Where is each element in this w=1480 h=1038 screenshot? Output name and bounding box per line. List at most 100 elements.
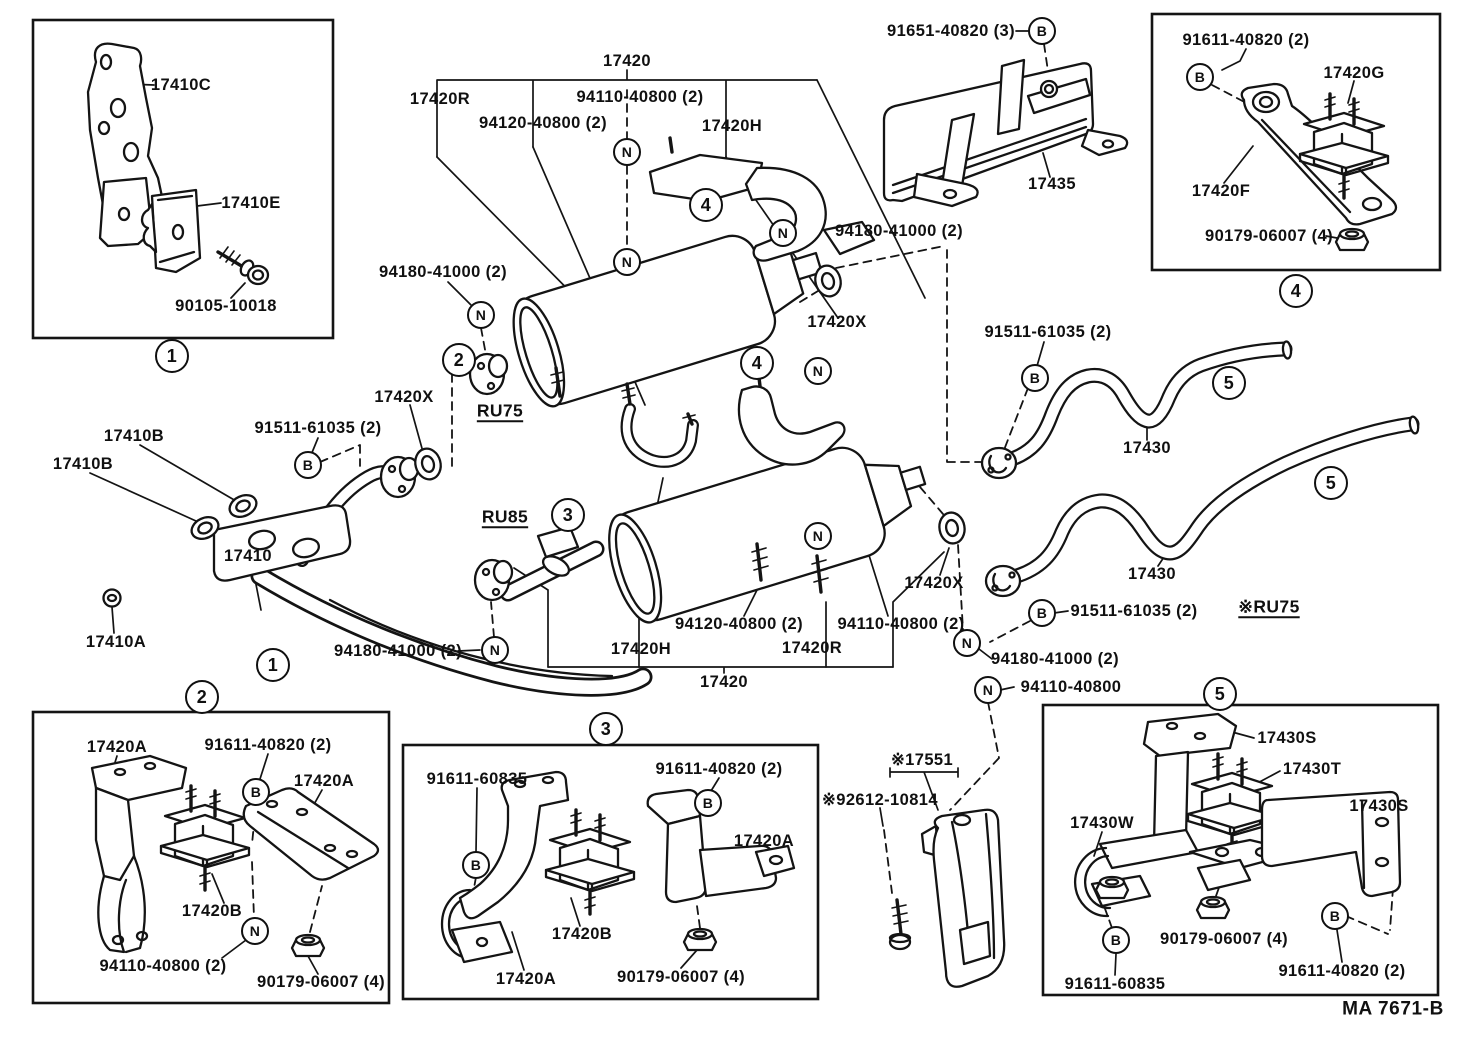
part-number-label: 17420X [374, 387, 434, 406]
part-number-label: 91611-40820 (2) [1182, 30, 1310, 49]
part-number-label: 17420 [603, 51, 651, 70]
callout-number-3: 3 [589, 712, 623, 746]
part-number-label: 17410B [103, 426, 165, 445]
part-number-label: 90179-06007 (4) [256, 972, 386, 991]
part-number-label: 17420R [409, 89, 471, 108]
part-number-label: 90179-06007 (4) [1159, 929, 1289, 948]
part-number-label: 17435 [1028, 174, 1076, 193]
box2-art [90, 754, 380, 958]
box-1-frame [31, 18, 335, 340]
callout-letter-n: N [241, 917, 269, 945]
heat-shield-art [882, 58, 1129, 208]
front-pipe-bracket-art [86, 42, 270, 286]
part-number-label: 94180-41000 (2) [834, 221, 964, 240]
part-number-label: 17410B [52, 454, 114, 473]
variant-ref-label: RU85 [481, 506, 529, 527]
part-number-label: 91611-60835 [1064, 974, 1166, 993]
callout-number-4: 4 [740, 346, 774, 380]
box3-art [440, 770, 796, 964]
drawing-number: MA 7671-B [1342, 998, 1444, 1020]
callout-number-3: 3 [551, 498, 585, 532]
part-number-label: 17420X [807, 312, 867, 331]
callout-letter-b: B [294, 451, 322, 479]
part-number-label: 94180-41000 (2) [990, 649, 1120, 668]
part-number-label: 17410C [150, 75, 212, 94]
callout-letter-n: N [613, 248, 641, 276]
part-number-label: 17420B [181, 901, 243, 920]
part-number-label: 94120-40800 (2) [674, 614, 804, 633]
callout-letter-n: N [613, 138, 641, 166]
part-number-label: 91611-40820 (2) [1278, 961, 1406, 980]
part-number-label: 94180-41000 (2) [333, 641, 463, 660]
part-number-label: 91511-61035 (2) [984, 322, 1112, 341]
callout-letter-b: B [1321, 902, 1349, 930]
callout-letter-b: B [1028, 599, 1056, 627]
part-number-label: 91651-40820 (3) [886, 21, 1016, 40]
callout-number-4: 4 [1279, 274, 1313, 308]
callout-number-1: 1 [155, 339, 189, 373]
part-number-label: 91511-61035 (2) [254, 418, 382, 437]
part-number-label: 94110-40800 (2) [837, 614, 965, 633]
part-number-label: 17420A [86, 737, 148, 756]
part-number-label: 17420H [701, 116, 763, 135]
callout-number-1: 1 [256, 648, 290, 682]
ru75-muffler-art [468, 136, 876, 408]
part-number-label: 17420A [495, 969, 557, 988]
variant-ref-label: ※RU75 [1238, 596, 1300, 617]
callout-letter-n: N [481, 636, 509, 664]
part-number-label: 90105-10018 [175, 296, 277, 315]
callout-letter-b: B [1028, 17, 1056, 45]
callout-number-5: 5 [1203, 677, 1237, 711]
part-number-label: 17420 [700, 672, 748, 691]
part-number-label: 91611-60835 [426, 769, 528, 788]
part-number-label: 17430S [1257, 728, 1317, 747]
part-number-label: 94110-40800 [1020, 677, 1122, 696]
ru85-muffler-art [473, 350, 969, 624]
part-number-label: 17420A [733, 831, 795, 850]
front-pipe-art [102, 444, 653, 697]
part-number-label: 17430S [1349, 796, 1409, 815]
part-number-label: 17410A [85, 632, 147, 651]
part-number-label: ※92612-10814 [822, 790, 938, 809]
part-number-label: 17430 [1123, 438, 1171, 457]
part-number-label: 17420B [551, 924, 613, 943]
part-number-label: 94110-40800 (2) [576, 87, 704, 106]
callout-letter-n: N [804, 357, 832, 385]
part-number-label: 17430T [1282, 759, 1342, 778]
box4-art [1240, 82, 1398, 252]
part-number-label: 17430W [1070, 813, 1134, 832]
part-number-label: 17410 [224, 546, 272, 565]
part-number-label: 17420X [904, 573, 964, 592]
part-number-label: 91511-61035 (2) [1070, 601, 1198, 620]
part-number-label: 91611-40820 (2) [204, 735, 332, 754]
callout-number-5: 5 [1314, 466, 1348, 500]
part-number-label: 17420H [610, 639, 672, 658]
part-number-label: 17420A [293, 771, 355, 790]
callout-number-4: 4 [689, 188, 723, 222]
callout-number-2: 2 [185, 680, 219, 714]
part-number-label: 17420R [781, 638, 843, 657]
callout-letter-n: N [769, 219, 797, 247]
callout-number-5: 5 [1212, 366, 1246, 400]
callout-letter-n: N [467, 301, 495, 329]
part-number-label: ※17551 [890, 750, 954, 769]
callout-letter-b: B [462, 851, 490, 879]
part-number-label: 94110-40800 (2) [99, 956, 227, 975]
tail-pipes-art [980, 340, 1420, 598]
callout-letter-n: N [953, 629, 981, 657]
part-number-label: 90179-06007 (4) [616, 967, 746, 986]
part-number-label: 17420G [1323, 63, 1385, 82]
clamp-17551-art [888, 808, 1006, 988]
part-number-label: 17410E [221, 193, 281, 212]
part-number-label: 17420F [1191, 181, 1251, 200]
callout-letter-b: B [694, 789, 722, 817]
callout-letter-n: N [974, 676, 1002, 704]
callout-number-2: 2 [442, 343, 476, 377]
box-5-frame [1041, 703, 1440, 997]
part-number-label: 91611-40820 (2) [655, 759, 783, 778]
part-number-label: 94120-40800 (2) [478, 113, 608, 132]
callout-letter-b: B [1021, 364, 1049, 392]
